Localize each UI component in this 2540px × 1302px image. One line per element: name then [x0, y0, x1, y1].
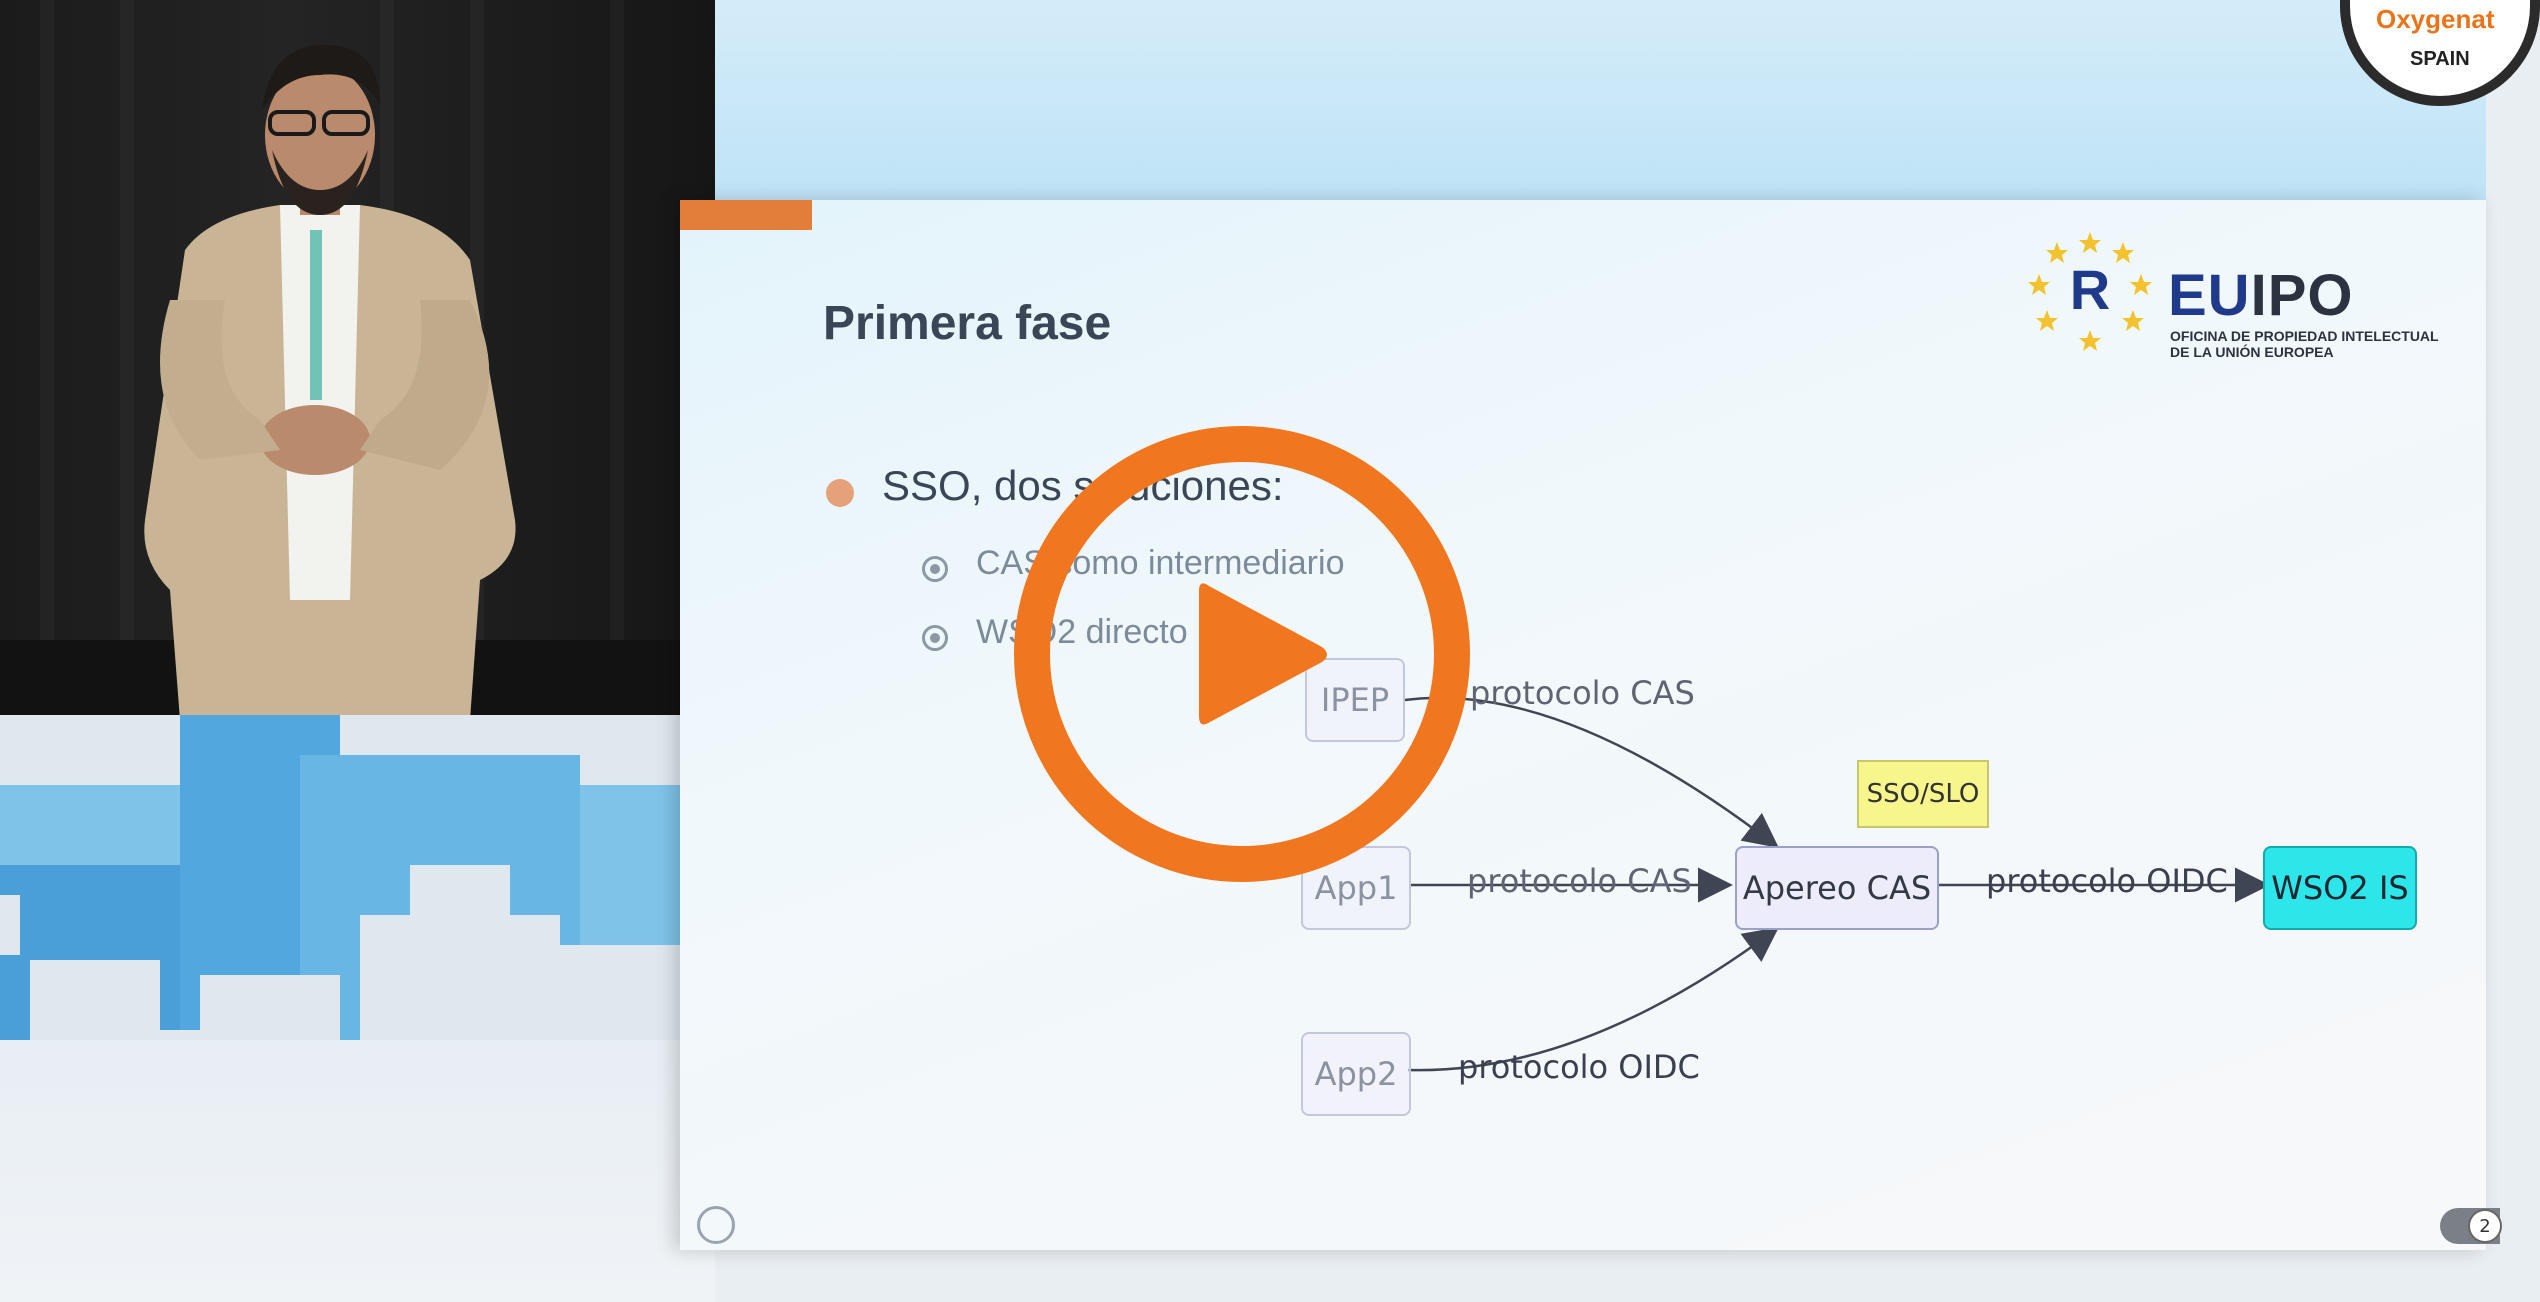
slide-accent-bar [680, 200, 812, 230]
edge-label-app1: protocolo CAS [1467, 862, 1692, 900]
edge-label-ipep: protocolo CAS [1470, 674, 1695, 712]
node-wso2-is: WSO2 IS [2263, 846, 2417, 930]
play-icon [1014, 426, 1470, 882]
diagram-edges [1404, 696, 2270, 1072]
note-sso-slo: SSO/SLO [1857, 760, 1989, 828]
node-apereo-cas: Apereo CAS [1735, 846, 1939, 930]
edge-app2-cas [1407, 927, 1780, 1072]
speaker-video [0, 0, 715, 720]
euipo-logo: R EUIPO OFICINA DE PROPIEDAD INTELECTUAL… [2025, 220, 2495, 360]
slide-title: Primera fase [823, 297, 1112, 350]
activity-icon [697, 1206, 735, 1244]
euipo-wordmark: EUIPO [2168, 263, 2354, 328]
radio-bullet-icon [922, 625, 948, 651]
node-app1: App1 [1301, 846, 1411, 930]
presentation-slide: Primera fase R EUIPO OFICINA DE PROPIEDA… [680, 200, 2502, 1250]
svg-text:R: R [2070, 258, 2110, 321]
radio-bullet-icon [922, 556, 948, 582]
node-ipep: IPEP [1305, 658, 1405, 742]
lower-background [0, 1040, 715, 1302]
event-logo: Oxygenat [2376, 4, 2495, 34]
sub-bullet-2: WSO2 directo [976, 613, 1188, 651]
speaker-figure [144, 45, 516, 720]
bullet-marker [826, 479, 854, 507]
edge-label-app2: protocolo OIDC [1458, 1048, 1700, 1086]
page-number: 2 [2468, 1209, 2502, 1243]
top-banner [715, 0, 2486, 200]
edge-label-cas-wso2: protocolo OIDC [1986, 862, 2228, 900]
node-app2: App2 [1301, 1032, 1411, 1116]
event-country: SPAIN [2410, 48, 2470, 70]
eu-star-emblem-icon: R [2028, 232, 2152, 351]
euipo-subtitle: OFICINA DE PROPIEDAD INTELECTUAL DE LA U… [2170, 328, 2439, 360]
play-button[interactable] [1004, 416, 1480, 892]
